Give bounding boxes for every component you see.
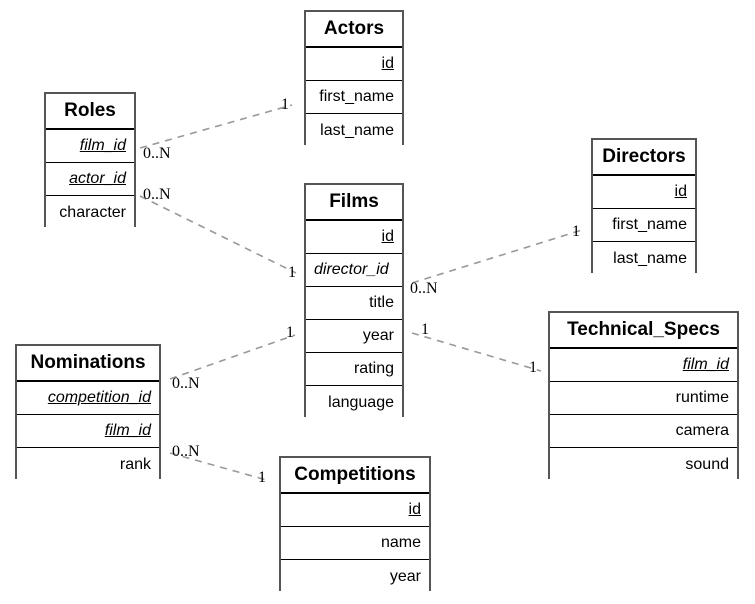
entity-title-films: Films [306, 185, 402, 221]
entity-competitions[interactable]: Competitions id name year [279, 456, 431, 593]
cardinality-label-films-technical_specs-from: 1 [421, 321, 429, 338]
attribute-label: name [380, 534, 421, 551]
attribute-directors-id[interactable]: id [593, 176, 695, 209]
attribute-label: competition_id [47, 389, 151, 406]
cardinality-label-nominations-competitions-to: 1 [258, 469, 266, 486]
attribute-actors-id[interactable]: id [306, 48, 402, 81]
attribute-technical_specs-film_id[interactable]: film_id [550, 349, 737, 382]
attribute-technical_specs-sound[interactable]: sound [550, 448, 737, 481]
attribute-label: title [369, 294, 394, 311]
attribute-label: film_id [79, 137, 126, 154]
attribute-competitions-year[interactable]: year [281, 560, 429, 593]
cardinality-label-nominations-films-to: 1 [286, 324, 294, 341]
attribute-films-rating[interactable]: rating [306, 353, 402, 386]
entity-title-technical_specs: Technical_Specs [550, 313, 737, 349]
attribute-films-id[interactable]: id [306, 221, 402, 254]
cardinality-label-films-directors-to: 1 [572, 223, 580, 240]
attribute-nominations-rank[interactable]: rank [17, 448, 159, 481]
attribute-competitions-name[interactable]: name [281, 527, 429, 560]
relationship-edge-films-directors [411, 229, 583, 284]
attribute-label: year [362, 327, 394, 344]
cardinality-label-roles-actors-from: 0..N [143, 145, 171, 162]
relationship-edge-roles-films [139, 195, 297, 274]
relationship-edge-nominations-films [169, 334, 296, 380]
attribute-technical_specs-runtime[interactable]: runtime [550, 382, 737, 415]
attribute-films-director_id[interactable]: director_id [306, 254, 402, 287]
attribute-label: id [381, 228, 394, 245]
attribute-label: camera [675, 422, 729, 439]
entity-title-directors: Directors [593, 140, 695, 176]
attribute-label: director_id [314, 261, 389, 278]
attribute-label: id [674, 183, 687, 200]
cardinality-label-nominations-competitions-from: 0..N [172, 443, 200, 460]
cardinality-label-roles-films-from: 0..N [143, 186, 171, 203]
entity-title-competitions: Competitions [281, 458, 429, 494]
entity-title-nominations: Nominations [17, 346, 159, 382]
attribute-nominations-competition_id[interactable]: competition_id [17, 382, 159, 415]
cardinality-label-nominations-films-from: 0..N [172, 375, 200, 392]
attribute-label: first_name [612, 216, 687, 233]
attribute-actors-first_name[interactable]: first_name [306, 81, 402, 114]
attribute-directors-first_name[interactable]: first_name [593, 209, 695, 242]
attribute-label: film_id [682, 356, 729, 373]
attribute-nominations-film_id[interactable]: film_id [17, 415, 159, 448]
entity-roles[interactable]: Roles film_id actor_id character [44, 92, 136, 229]
attribute-roles-character[interactable]: character [46, 196, 134, 229]
attribute-label: language [328, 393, 394, 411]
entity-directors[interactable]: Directors id first_name last_name [591, 138, 697, 275]
attribute-roles-actor_id[interactable]: actor_id [46, 163, 134, 196]
attribute-label: first_name [319, 88, 394, 105]
attribute-label: sound [685, 455, 729, 473]
cardinality-label-roles-actors-to: 1 [281, 96, 289, 113]
attribute-label: rank [119, 455, 151, 473]
entity-title-roles: Roles [46, 94, 134, 130]
attribute-label: last_name [613, 249, 687, 267]
attribute-technical_specs-camera[interactable]: camera [550, 415, 737, 448]
attribute-actors-last_name[interactable]: last_name [306, 114, 402, 147]
attribute-directors-last_name[interactable]: last_name [593, 242, 695, 275]
relationship-edge-roles-actors [139, 104, 293, 149]
cardinality-label-roles-films-to: 1 [288, 264, 296, 281]
attribute-label: film_id [104, 422, 151, 439]
attribute-films-language[interactable]: language [306, 386, 402, 419]
entity-title-actors: Actors [306, 12, 402, 48]
attribute-label: character [59, 203, 126, 221]
attribute-competitions-id[interactable]: id [281, 494, 429, 527]
attribute-label: runtime [675, 389, 729, 406]
relationship-edge-films-technical_specs [411, 332, 542, 372]
cardinality-label-films-directors-from: 0..N [410, 280, 438, 297]
attribute-label: id [381, 55, 394, 72]
attribute-label: actor_id [69, 170, 126, 187]
attribute-label: last_name [320, 121, 394, 139]
attribute-films-title[interactable]: title [306, 287, 402, 320]
attribute-label: id [408, 501, 421, 518]
attribute-label: rating [353, 360, 394, 377]
entity-actors[interactable]: Actors id first_name last_name [304, 10, 404, 147]
attribute-label: year [389, 567, 421, 585]
attribute-films-year[interactable]: year [306, 320, 402, 353]
attribute-roles-film_id[interactable]: film_id [46, 130, 134, 163]
cardinality-label-films-technical_specs-to: 1 [529, 359, 537, 376]
